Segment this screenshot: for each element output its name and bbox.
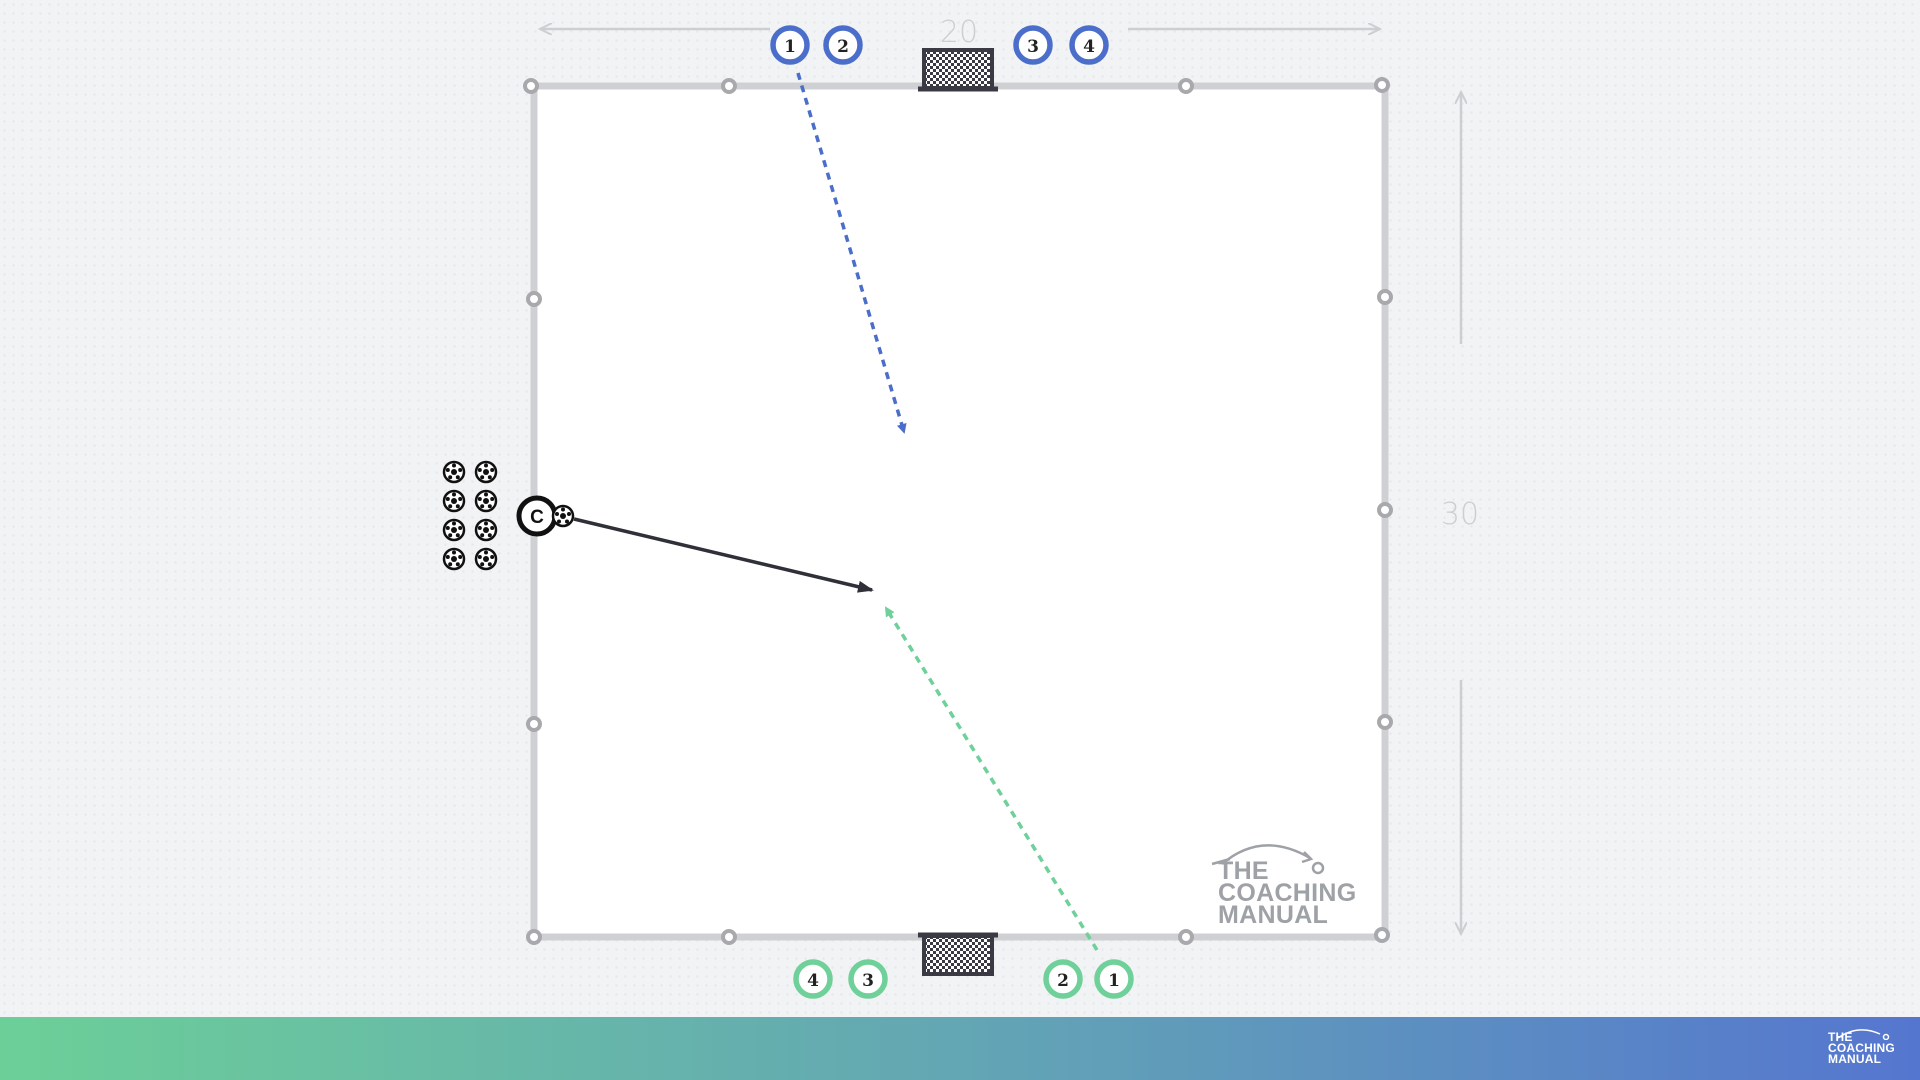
ball-stock [442, 460, 498, 571]
ball-icon [442, 547, 466, 571]
green-player: 1 [1094, 959, 1134, 999]
length-label: 30 [1441, 497, 1479, 532]
green-team: 4 3 2 1 [793, 959, 1134, 999]
cone-marker [1377, 714, 1393, 730]
watermark-line: THE [1218, 857, 1269, 885]
blue-player: 3 [1013, 25, 1053, 65]
cone-marker [1377, 289, 1393, 305]
green-player-number: 1 [1108, 971, 1120, 991]
blue-player: 4 [1069, 25, 1109, 65]
blue-player-number: 4 [1083, 37, 1095, 57]
cone-marker [721, 78, 737, 94]
ball-icon [474, 547, 498, 571]
cone-marker [523, 78, 539, 94]
coach-ball [551, 504, 575, 528]
blue-run-arrow [796, 72, 907, 434]
cone-marker [526, 929, 542, 945]
green-player-number: 3 [862, 971, 874, 991]
watermark-line: COACHING [1218, 879, 1357, 907]
footer-logo-line: MANUAL [1828, 1052, 1882, 1066]
coach-pass-arrow [573, 517, 874, 593]
footer-logo-line: COACHING [1828, 1041, 1895, 1055]
blue-player-number: 1 [784, 37, 796, 57]
green-run-arrow [884, 606, 1099, 951]
coach: C [516, 495, 575, 537]
ball-icon [442, 489, 466, 513]
logo-arc-icon [1837, 1029, 1890, 1040]
cone-marker [1374, 77, 1390, 93]
pitch-surface [534, 86, 1386, 937]
footer-logo: THE COACHING MANUAL [1828, 1029, 1910, 1076]
green-player: 4 [793, 959, 833, 999]
blue-player: 2 [823, 25, 863, 65]
blue-player-number: 3 [1027, 37, 1039, 57]
ball-icon [474, 460, 498, 484]
green-player: 2 [1043, 959, 1083, 999]
pitch-diagram: 20 30 C [442, 15, 1479, 999]
cone-marker [1178, 929, 1194, 945]
cone-marker [526, 291, 542, 307]
ball-icon [442, 518, 466, 542]
cone-marker [721, 929, 737, 945]
cone-marker [1377, 502, 1393, 518]
top-goal [918, 48, 998, 92]
blue-player: 1 [770, 25, 810, 65]
watermark-arc-icon [1211, 844, 1325, 875]
cones [523, 77, 1393, 945]
green-player-number: 2 [1057, 971, 1069, 991]
blue-player-number: 2 [837, 37, 849, 57]
coaching-manual-watermark: THE COACHING MANUAL [1218, 857, 1368, 928]
blue-team: 1 2 3 4 [770, 25, 1109, 65]
coach-label: C [530, 507, 544, 528]
watermark-line: MANUAL [1218, 901, 1329, 929]
green-player: 3 [848, 959, 888, 999]
green-player-number: 4 [807, 971, 819, 991]
cone-marker [1374, 927, 1390, 943]
cone-marker [526, 716, 542, 732]
ball-icon [442, 460, 466, 484]
ball-icon [474, 518, 498, 542]
ball-icon [474, 489, 498, 513]
width-label: 20 [940, 15, 978, 50]
bottom-goal [918, 932, 998, 976]
cone-marker [1178, 78, 1194, 94]
footer-gradient-bar [0, 1017, 1920, 1080]
